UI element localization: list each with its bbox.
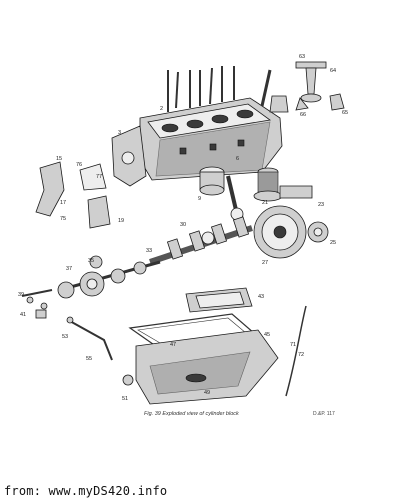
part-label: 3: [118, 130, 121, 136]
part-label: 66: [300, 112, 306, 118]
front-plate: [111, 125, 147, 187]
figure-caption: Fig. 39 Exploded view of cylinder block: [144, 411, 239, 417]
part-label: 6: [236, 156, 239, 162]
cylinder-block: [139, 97, 283, 181]
dipstick: [285, 305, 307, 397]
part-label: 45: [264, 332, 270, 338]
part-label: 23: [318, 202, 324, 208]
source-footer: from: www.myDS420.info: [4, 484, 168, 498]
figure-reference: D.&P. 117: [313, 411, 335, 417]
part-label: 64: [330, 68, 336, 74]
crankshaft: [149, 216, 253, 265]
front-pulleys: [57, 255, 161, 299]
part-label: 49: [204, 390, 210, 396]
engine-mounts: [35, 161, 111, 229]
part-label: 33: [146, 248, 152, 254]
part-label: 27: [262, 260, 268, 266]
drain-plug: [122, 374, 134, 386]
head-studs: [167, 66, 235, 112]
part-label: 37: [66, 266, 72, 272]
part-label: 41: [20, 312, 26, 318]
part-label: 53: [62, 334, 68, 340]
part-label: 15: [56, 156, 62, 162]
part-label: 47: [170, 342, 176, 348]
part-label: 43: [258, 294, 264, 300]
part-label: 55: [86, 356, 92, 362]
timing-bolts: [21, 289, 53, 319]
part-label: 51: [122, 396, 128, 402]
part-label: 75: [60, 216, 66, 222]
oil-pipe: [66, 316, 113, 361]
part-label: 72: [298, 352, 304, 358]
part-label: 77: [96, 174, 102, 180]
part-label: 71: [290, 342, 296, 348]
pistons-and-rods: [199, 166, 313, 221]
part-label: 30: [180, 222, 186, 228]
oil-filler-parts: [260, 61, 345, 113]
part-label: 25: [330, 240, 336, 246]
part-label: 39: [18, 292, 24, 298]
part-label: 19: [118, 218, 124, 224]
part-label: 17: [60, 200, 66, 206]
part-label: 76: [76, 162, 82, 168]
part-label: 65: [342, 110, 348, 116]
flywheel: [253, 205, 329, 259]
part-label: 2: [160, 106, 163, 112]
oil-sump: [135, 329, 279, 405]
part-label: 35: [88, 258, 94, 264]
exploded-view-diagram: 63 64 65 66 2 3 6 9 15 17 19 21 23 25 27…: [18, 54, 348, 405]
part-label: 9: [198, 196, 201, 202]
part-label: 63: [299, 54, 305, 60]
oil-pump: [185, 287, 253, 313]
part-labels: 63 64 65 66 2 3 6 9 15 17 19 21 23 25 27…: [18, 54, 348, 402]
part-label: 21: [262, 200, 268, 206]
